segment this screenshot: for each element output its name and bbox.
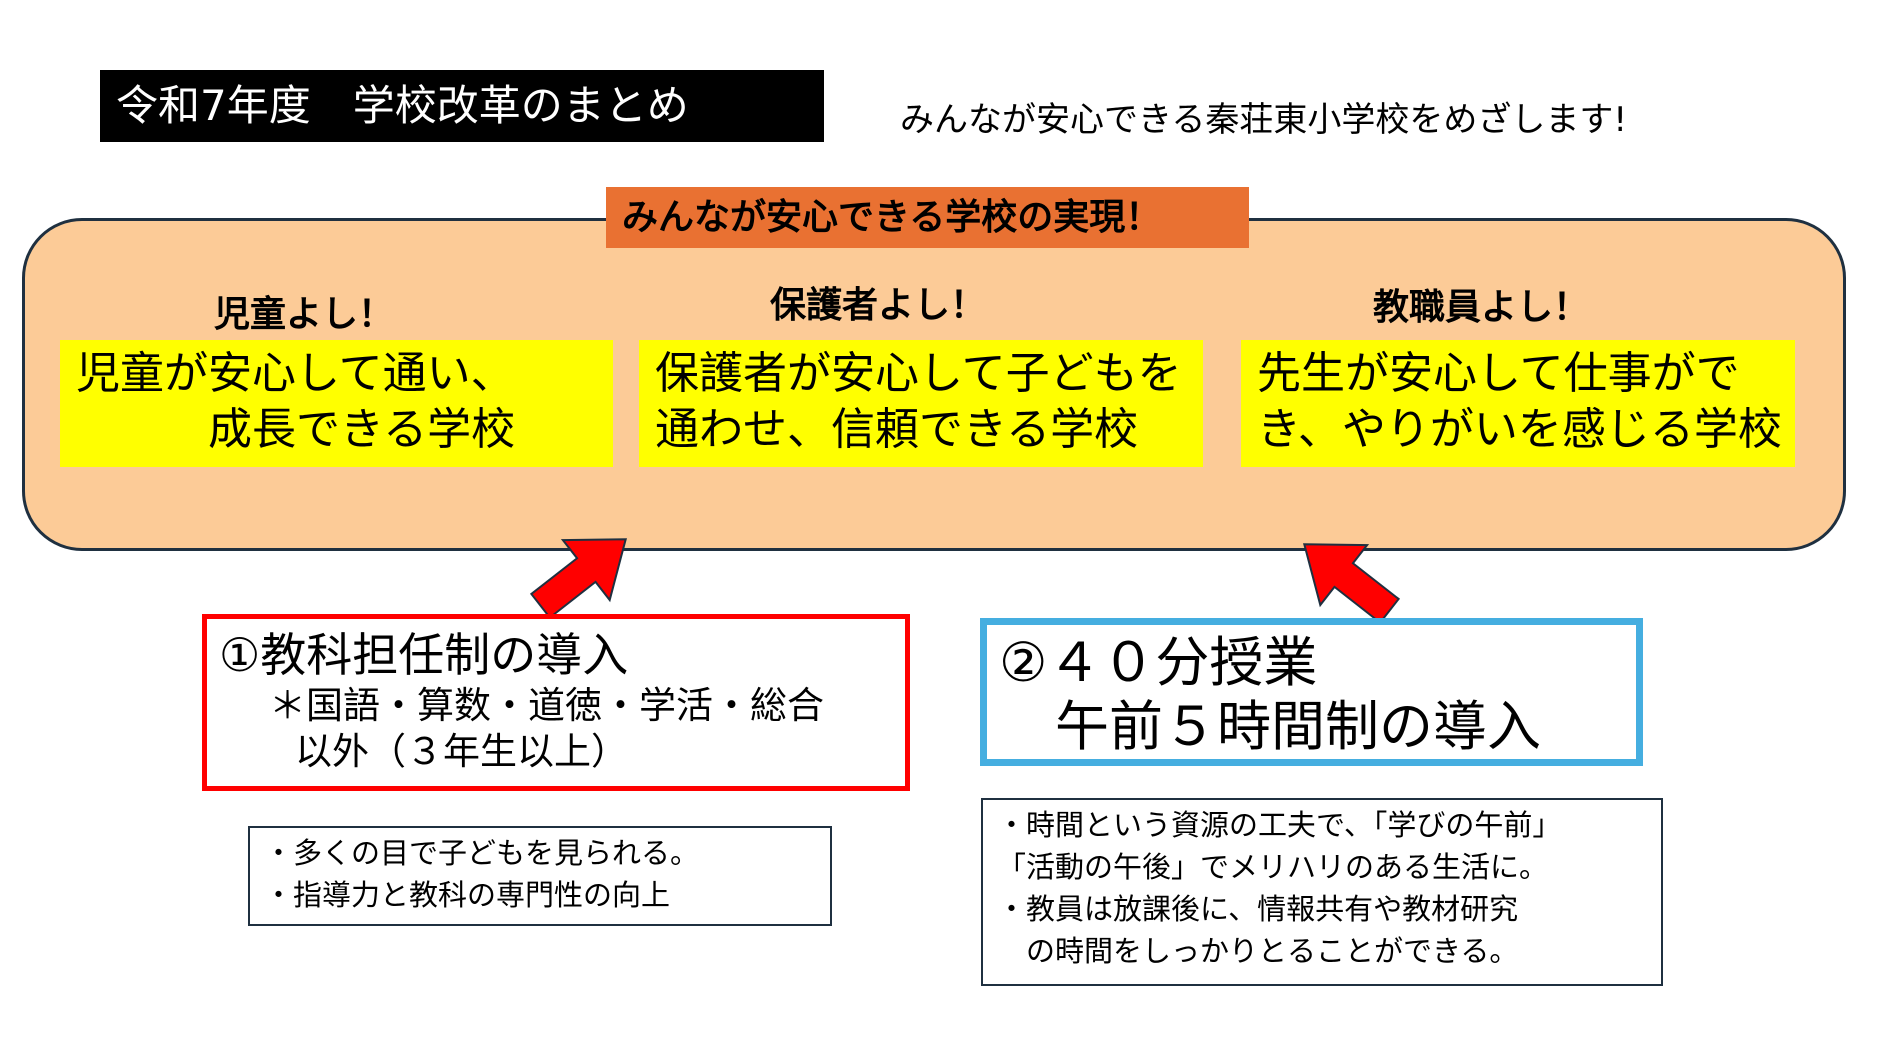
goal-line: 保護者が安心して子どもを <box>655 348 1182 399</box>
notes-40min-classes: ・時間という資源の工夫で、「学びの午前」 「活動の午後」でメリハリのある生活に。… <box>981 798 1663 986</box>
arrow-up-left-icon <box>1302 543 1401 625</box>
initiative-title: ①教科担任制の導入 <box>219 628 629 682</box>
initiative-40min-classes: ②４０分授業 午前５時間制の導入 <box>980 618 1643 766</box>
note-line: ・多くの目で子どもを見られる。 <box>264 836 700 870</box>
heading-parents: 保護者よし！ <box>770 285 987 326</box>
initiative-detail: ＊国語・算数・道徳・学活・総合 <box>269 684 824 727</box>
note-line: の時間をしっかりとることができる。 <box>997 934 1519 968</box>
initiative-subject-teachers: ①教科担任制の導入 ＊国語・算数・道徳・学活・総合 以外（３年生以上） <box>202 614 910 791</box>
goal-line: き、やりがいを感じる学校 <box>1257 404 1782 455</box>
goal-line: 先生が安心して仕事がで <box>1257 348 1740 399</box>
note-line: ・時間という資源の工夫で、「学びの午前」 <box>997 808 1562 842</box>
note-line: ・指導力と教科の専門性の向上 <box>264 878 671 912</box>
goal-students: 児童が安心して通い、 成長できる学校 <box>60 340 613 467</box>
goal-line: 成長できる学校 <box>76 404 516 455</box>
initiative-detail: 午前５時間制の導入 <box>1055 695 1541 758</box>
goal-line: 児童が安心して通い、 <box>76 348 515 399</box>
heading-staff: 教職員よし！ <box>1373 287 1590 328</box>
note-line: 「活動の午後」でメリハリのある生活に。 <box>997 850 1549 884</box>
goal-staff: 先生が安心して仕事がで き、やりがいを感じる学校 <box>1241 340 1795 467</box>
goal-banner: みんなが安心できる学校の実現！ <box>606 187 1249 248</box>
goal-line: 通わせ、信頼できる学校 <box>655 404 1139 455</box>
page-title: 令和7年度 学校改革のまとめ <box>100 70 824 142</box>
initiative-detail: 以外（３年生以上） <box>295 730 628 773</box>
heading-students: 児童よし！ <box>214 294 395 335</box>
goal-parents: 保護者が安心して子どもを 通わせ、信頼できる学校 <box>639 340 1203 467</box>
initiative-title: ②４０分授業 <box>999 631 1318 694</box>
notes-subject-teachers: ・多くの目で子どもを見られる。 ・指導力と教科の専門性の向上 <box>248 826 832 926</box>
note-line: ・教員は放課後に、情報共有や教材研究 <box>997 892 1519 926</box>
arrow-up-right-icon <box>529 538 628 620</box>
page-subtitle: みんなが安心できる秦荘東小学校をめざします! <box>900 100 1627 140</box>
